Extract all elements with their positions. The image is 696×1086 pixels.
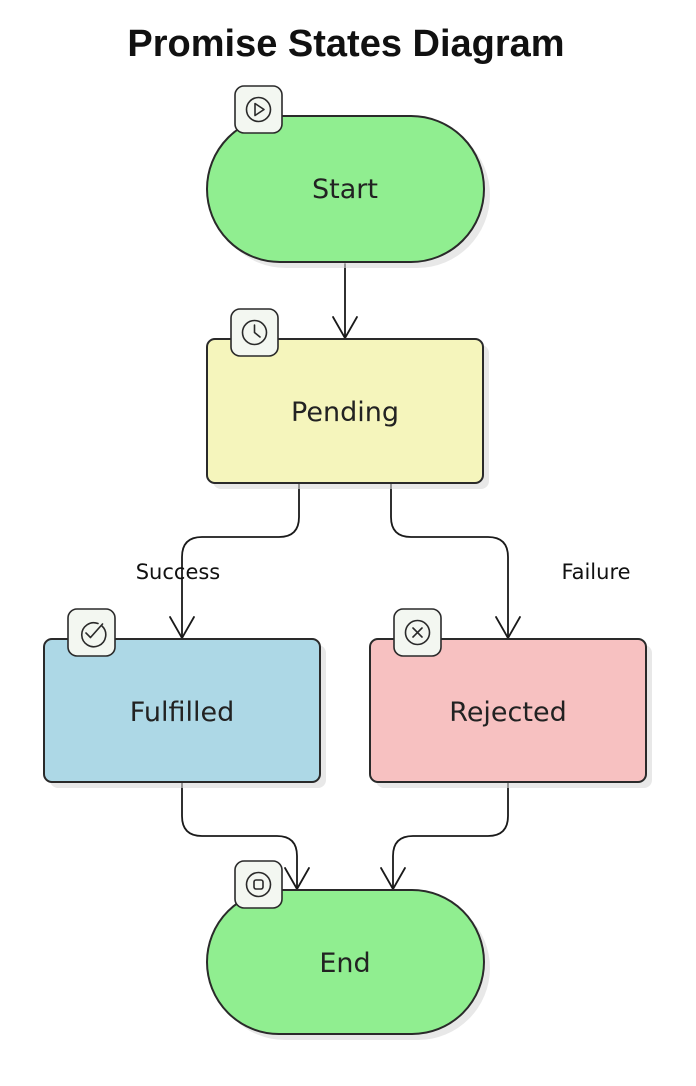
node-end-shape <box>206 889 485 1035</box>
node-rejected: Rejected <box>369 608 652 788</box>
node-start-label: Start <box>312 174 378 205</box>
edge-label-failure: Failure <box>561 560 630 584</box>
edges <box>169 263 521 890</box>
clock-icon <box>230 308 279 357</box>
node-rejected-shape <box>369 638 647 783</box>
node-start: Start <box>206 85 490 268</box>
edge-fulfilled-end <box>181 781 298 890</box>
edge-rejected-end <box>392 781 509 890</box>
node-fulfilled-shape <box>43 638 321 783</box>
edge-pending-rejected <box>390 482 509 639</box>
node-start-shape <box>206 115 485 263</box>
edge-label-success: Success <box>136 560 221 584</box>
stop-icon <box>234 860 283 909</box>
node-fulfilled-label: Fulfilled <box>130 697 234 728</box>
node-end-label: End <box>319 948 370 979</box>
play-icon <box>234 85 283 134</box>
edge-pending-fulfilled <box>181 482 300 639</box>
x-circle-icon <box>393 608 442 657</box>
node-rejected-label: Rejected <box>449 697 566 728</box>
node-end: End <box>206 860 490 1040</box>
check-circle-icon <box>67 608 116 657</box>
node-pending-label: Pending <box>291 397 399 428</box>
diagram-title: Promise States Diagram <box>127 23 564 65</box>
node-pending: Pending <box>206 308 489 489</box>
node-pending-shape <box>206 338 484 484</box>
node-fulfilled: Fulfilled <box>43 608 326 788</box>
